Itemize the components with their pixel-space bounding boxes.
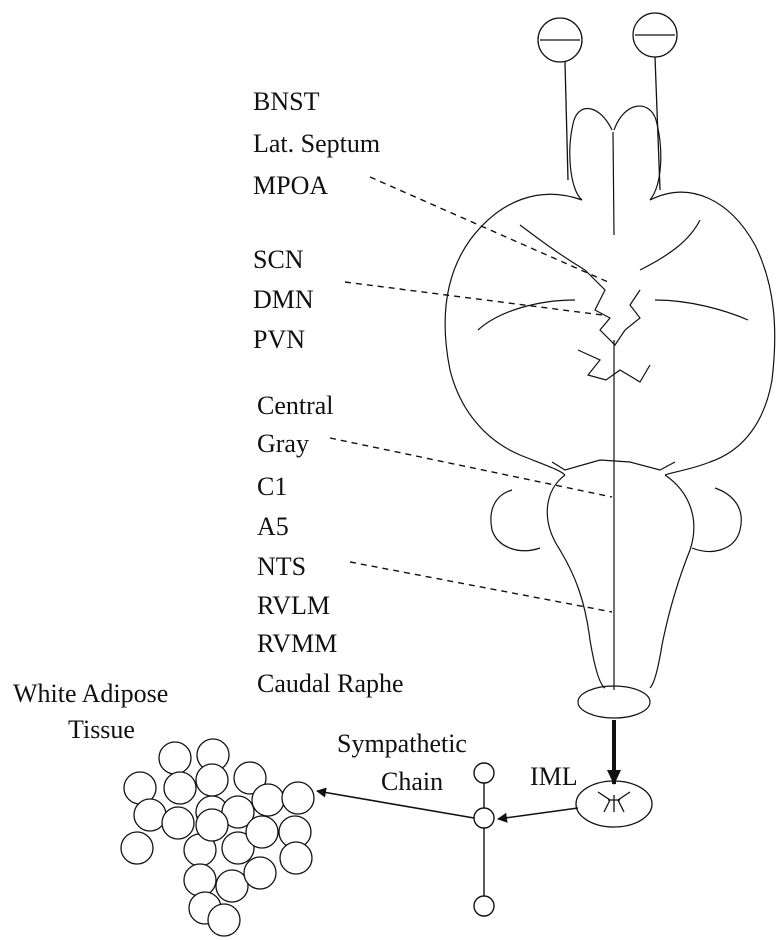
label-lat-septum: Lat. Septum — [253, 129, 380, 158]
label-pvn: PVN — [253, 325, 305, 354]
sympathetic-chain — [474, 763, 494, 916]
label-iml: IML — [530, 762, 578, 791]
adipocyte — [134, 799, 166, 831]
label-chain: Chain — [381, 767, 443, 796]
adipocyte — [159, 742, 191, 774]
cerebellum-right — [692, 488, 741, 551]
adipocyte — [196, 809, 228, 841]
sulcus-right-2 — [655, 300, 748, 320]
sulcus-right-1 — [640, 220, 700, 270]
label-a5: A5 — [257, 512, 289, 541]
adipocyte — [164, 772, 196, 804]
adipocyte — [121, 832, 153, 864]
olfactory-tract-left — [565, 62, 568, 180]
label-nts: NTS — [257, 552, 306, 581]
adipocyte — [244, 857, 276, 889]
label-scn: SCN — [253, 245, 304, 274]
label-c1: C1 — [257, 472, 287, 501]
adipocyte — [162, 807, 194, 839]
adipocyte — [208, 904, 240, 936]
label-sympathetic: Sympathetic — [337, 729, 467, 758]
spinal-cord-section — [576, 781, 652, 827]
leader-line-hindbrain — [350, 562, 612, 612]
hemisphere-right — [650, 192, 775, 475]
label-rvlm: RVLM — [257, 591, 330, 620]
frontal-lobe-right — [614, 106, 661, 200]
gray-matter-butterfly — [598, 792, 630, 812]
arrow-to-chain — [498, 808, 578, 819]
hemisphere-left — [445, 194, 582, 475]
region-group-forebrain: BNST Lat. Septum MPOA — [253, 87, 380, 200]
chain-ganglion-middle — [474, 808, 494, 828]
chain-ganglion-top — [474, 763, 494, 783]
hypothalamus-outline — [585, 270, 640, 345]
adipocyte — [216, 870, 248, 902]
medulla-end — [578, 686, 650, 718]
label-dmn: DMN — [253, 285, 314, 314]
label-gray: Gray — [257, 429, 309, 458]
adipocyte — [246, 816, 278, 848]
adipocyte — [280, 842, 312, 874]
sulcus-left-2 — [478, 300, 575, 330]
label-tissue: Tissue — [68, 715, 135, 744]
region-group-hypothalamus: SCN DMN PVN — [253, 245, 314, 354]
leader-line-forebrain — [370, 177, 608, 282]
label-mpoa: MPOA — [253, 171, 328, 200]
cerebellum-left — [491, 490, 540, 551]
chain-ganglion-bottom — [474, 896, 494, 916]
label-white-adipose: White Adipose — [13, 679, 168, 708]
sulcus-left-1 — [520, 225, 585, 270]
adipose-cell-cluster — [121, 739, 314, 936]
label-rvmm: RVMM — [257, 629, 337, 658]
olfactory-bulbs — [538, 13, 677, 190]
adipocyte — [196, 764, 228, 796]
adipocyte — [282, 782, 314, 814]
adipocyte — [184, 864, 216, 896]
adipocyte — [252, 784, 284, 816]
label-bnst: BNST — [253, 87, 320, 116]
label-caudal-raphe: Caudal Raphe — [257, 669, 404, 698]
brainstem-left — [547, 475, 605, 688]
leader-line-hypothalamus — [345, 282, 602, 315]
interhemispheric-fissure-front — [613, 132, 614, 235]
leader-line-midbrain — [330, 438, 612, 497]
brain-outline — [445, 106, 775, 718]
region-group-hindbrain: C1 A5 NTS RVLM RVMM Caudal Raphe — [257, 472, 404, 698]
frontal-lobe-left — [570, 109, 612, 200]
leader-lines — [330, 177, 612, 612]
label-central: Central — [257, 391, 334, 420]
region-group-midbrain: Central Gray — [257, 391, 334, 458]
brainstem-right — [650, 475, 694, 688]
